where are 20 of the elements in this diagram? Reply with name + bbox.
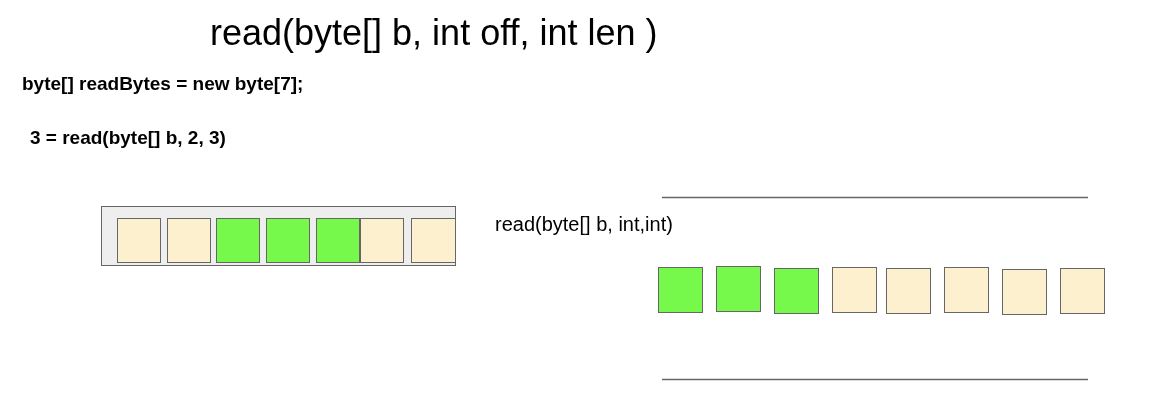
array-cell [411,218,456,263]
stream-byte-cell [716,266,761,312]
title: read(byte[] b, int off, int len ) [210,12,658,54]
stream-byte-cell [832,267,877,313]
stream-byte-cell [1002,269,1047,315]
stream-byte-cell [1060,268,1105,314]
stream-label: read(byte[] b, int,int) [495,213,673,236]
filled-array-cell [316,218,360,263]
stream-byte-cell [774,268,819,314]
filled-array-cell [216,218,260,263]
array-container [101,206,456,266]
array-cell [167,218,211,263]
stream-byte-cell [944,267,989,313]
filled-array-cell [266,218,310,263]
array-cell [117,218,161,263]
stream-byte-cell [658,267,703,313]
array-cell [360,218,404,263]
code-line: 3 = read(byte[] b, 2, 3) [30,127,226,149]
stream-byte-cell [886,268,931,314]
code-line: byte[] readBytes = new byte[7]; [22,73,304,95]
